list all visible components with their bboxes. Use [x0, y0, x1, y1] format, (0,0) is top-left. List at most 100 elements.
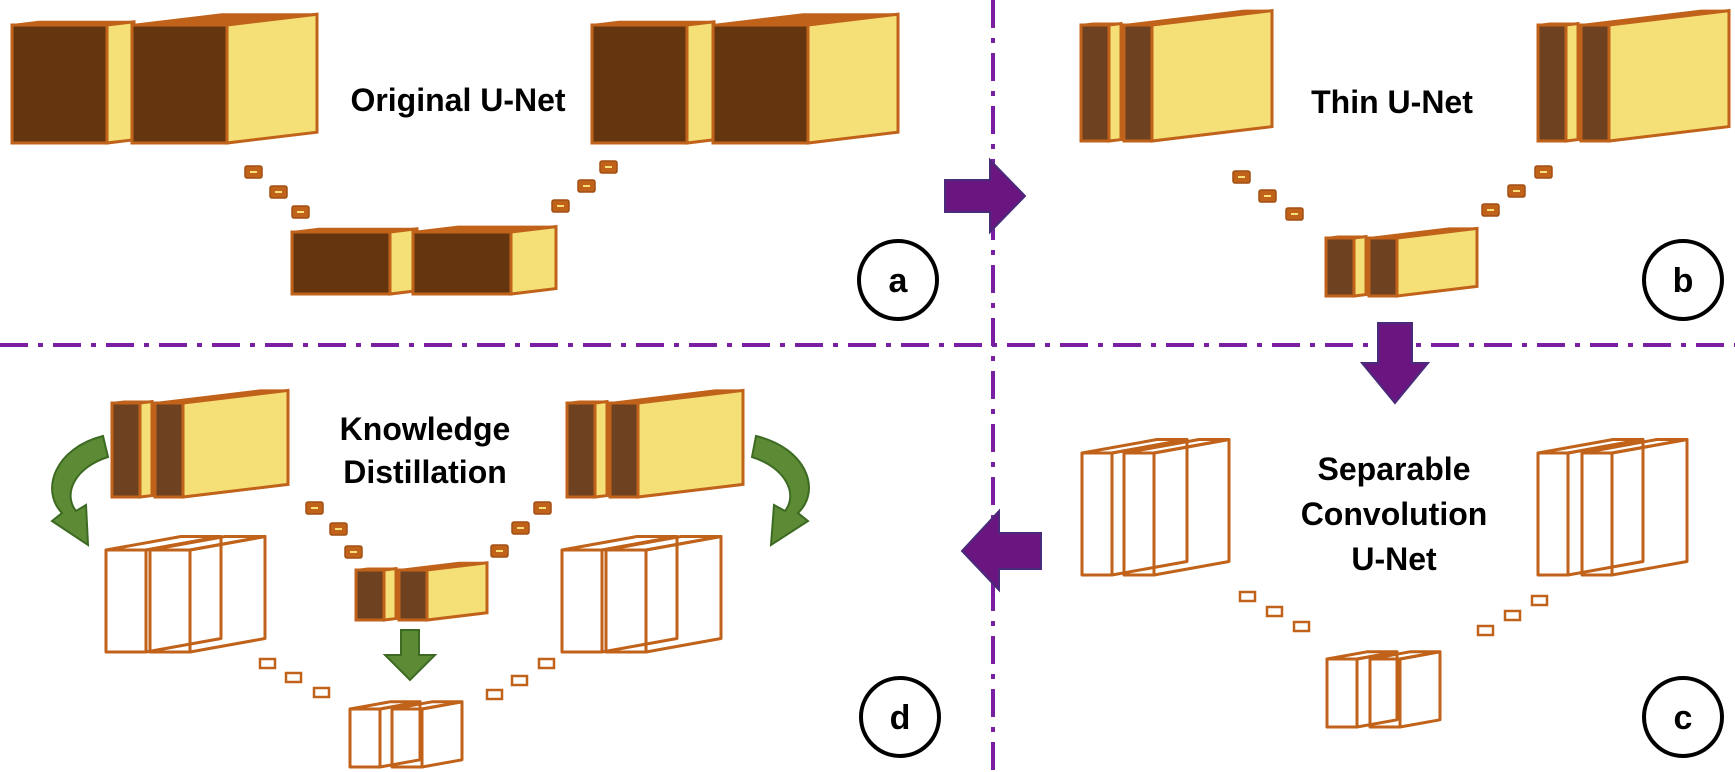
wire-d-student-decoder-2 — [604, 535, 723, 654]
wire-side — [600, 535, 679, 654]
connector-hollow — [510, 674, 529, 687]
connector-square — [258, 657, 277, 670]
block-b-bottleneck-2 — [1367, 226, 1479, 298]
block-side — [105, 20, 136, 145]
block-d-teacher-encoder-2 — [153, 388, 290, 499]
connector-mark — [557, 205, 564, 207]
block-b-encoder-2 — [1122, 8, 1274, 143]
block-side — [181, 388, 290, 499]
wire-front — [1325, 657, 1359, 729]
label-b: b — [1673, 262, 1694, 300]
wire-side — [420, 700, 464, 769]
connector-square — [1481, 203, 1500, 217]
panel-labels: a b c d — [857, 239, 1724, 758]
flow-arrows — [944, 157, 1431, 593]
connector-hollow — [1503, 609, 1522, 622]
block-front — [110, 401, 142, 499]
wire-c-decoder-2 — [1580, 438, 1689, 577]
block-side — [1352, 234, 1368, 298]
connector-mark — [350, 551, 357, 553]
arrow-c-to-d — [960, 508, 1042, 593]
title-knowledge-line2: Distillation — [343, 454, 507, 490]
title-separable-line3: U-Net — [1351, 541, 1437, 577]
label-a: a — [889, 262, 909, 300]
wire-front — [148, 548, 192, 654]
block-side — [1607, 8, 1731, 143]
connector-square — [329, 522, 348, 536]
wire-side — [188, 535, 267, 654]
block-side — [382, 566, 398, 622]
block-d-teacher-bottleneck-1 — [354, 566, 398, 622]
connector-square — [510, 674, 529, 687]
block-front — [130, 23, 229, 145]
block-front — [1324, 236, 1356, 298]
block-front — [397, 568, 429, 622]
connector-square — [244, 165, 263, 179]
connector-square — [284, 671, 303, 684]
wire-side — [1610, 438, 1689, 577]
connector-square — [305, 501, 324, 515]
wire-d-student-encoder-2 — [148, 535, 267, 654]
title-knowledge-line1: Knowledge — [340, 411, 511, 447]
distillation-arrows — [50, 434, 810, 682]
connector-square — [291, 205, 310, 219]
block-d-teacher-encoder-1 — [110, 399, 154, 499]
label-circle-a — [857, 239, 939, 321]
connector-hollow — [485, 688, 504, 701]
block-a-encoder-1 — [10, 20, 136, 145]
wire-front — [1080, 451, 1114, 577]
block-front — [711, 23, 810, 145]
label-circle-d — [859, 676, 941, 758]
arrow-b-to-c — [1359, 322, 1431, 405]
connector-hollow — [1476, 624, 1495, 637]
connector-square — [1265, 605, 1284, 618]
connector-mark — [1264, 195, 1271, 197]
connector-mark — [539, 507, 546, 509]
title-original-unet: Original U-Net — [350, 82, 565, 118]
connector-hollow — [284, 671, 303, 684]
block-front — [1367, 236, 1399, 298]
connector-square — [312, 686, 331, 699]
wire-side — [644, 535, 723, 654]
connector-square — [1285, 207, 1304, 221]
title-separable-line2: Convolution — [1301, 496, 1488, 532]
connector-mark — [1513, 190, 1520, 192]
connector-square — [269, 185, 288, 199]
connector-square — [1476, 624, 1495, 637]
connector-square — [485, 688, 504, 701]
block-side — [806, 12, 900, 145]
connector-mark — [605, 166, 612, 168]
block-front — [10, 23, 109, 145]
block-front — [290, 230, 392, 296]
block-front — [1536, 23, 1568, 143]
block-side — [138, 399, 154, 499]
connector-hollow — [1292, 620, 1311, 633]
title-thin-unet: Thin U-Net — [1311, 84, 1473, 120]
block-front — [354, 568, 386, 622]
connector-hollow — [537, 657, 556, 670]
connector-mark — [1291, 213, 1298, 215]
connector-square — [533, 501, 552, 515]
block-side — [1150, 8, 1274, 143]
block-front — [608, 401, 640, 499]
block-a-encoder-2 — [130, 12, 319, 145]
block-side — [225, 12, 319, 145]
connector-mark — [297, 211, 304, 213]
connector-square — [1238, 590, 1257, 603]
block-front — [1079, 23, 1111, 143]
connector-square — [511, 521, 530, 535]
wire-front — [390, 707, 424, 769]
block-side — [1564, 21, 1580, 143]
connector-square — [577, 179, 596, 193]
wire-c-bottleneck-2 — [1368, 650, 1442, 729]
wire-c-decoder-1 — [1536, 438, 1645, 577]
connector-square — [1292, 620, 1311, 633]
wire-d-student-bottleneck-2 — [390, 700, 464, 769]
connector-square — [1507, 184, 1526, 198]
wire-front — [604, 548, 648, 654]
block-b-decoder-1 — [1536, 21, 1580, 143]
connector-square — [537, 657, 556, 670]
connector-mark — [583, 185, 590, 187]
wire-d-student-encoder-1 — [104, 535, 223, 654]
